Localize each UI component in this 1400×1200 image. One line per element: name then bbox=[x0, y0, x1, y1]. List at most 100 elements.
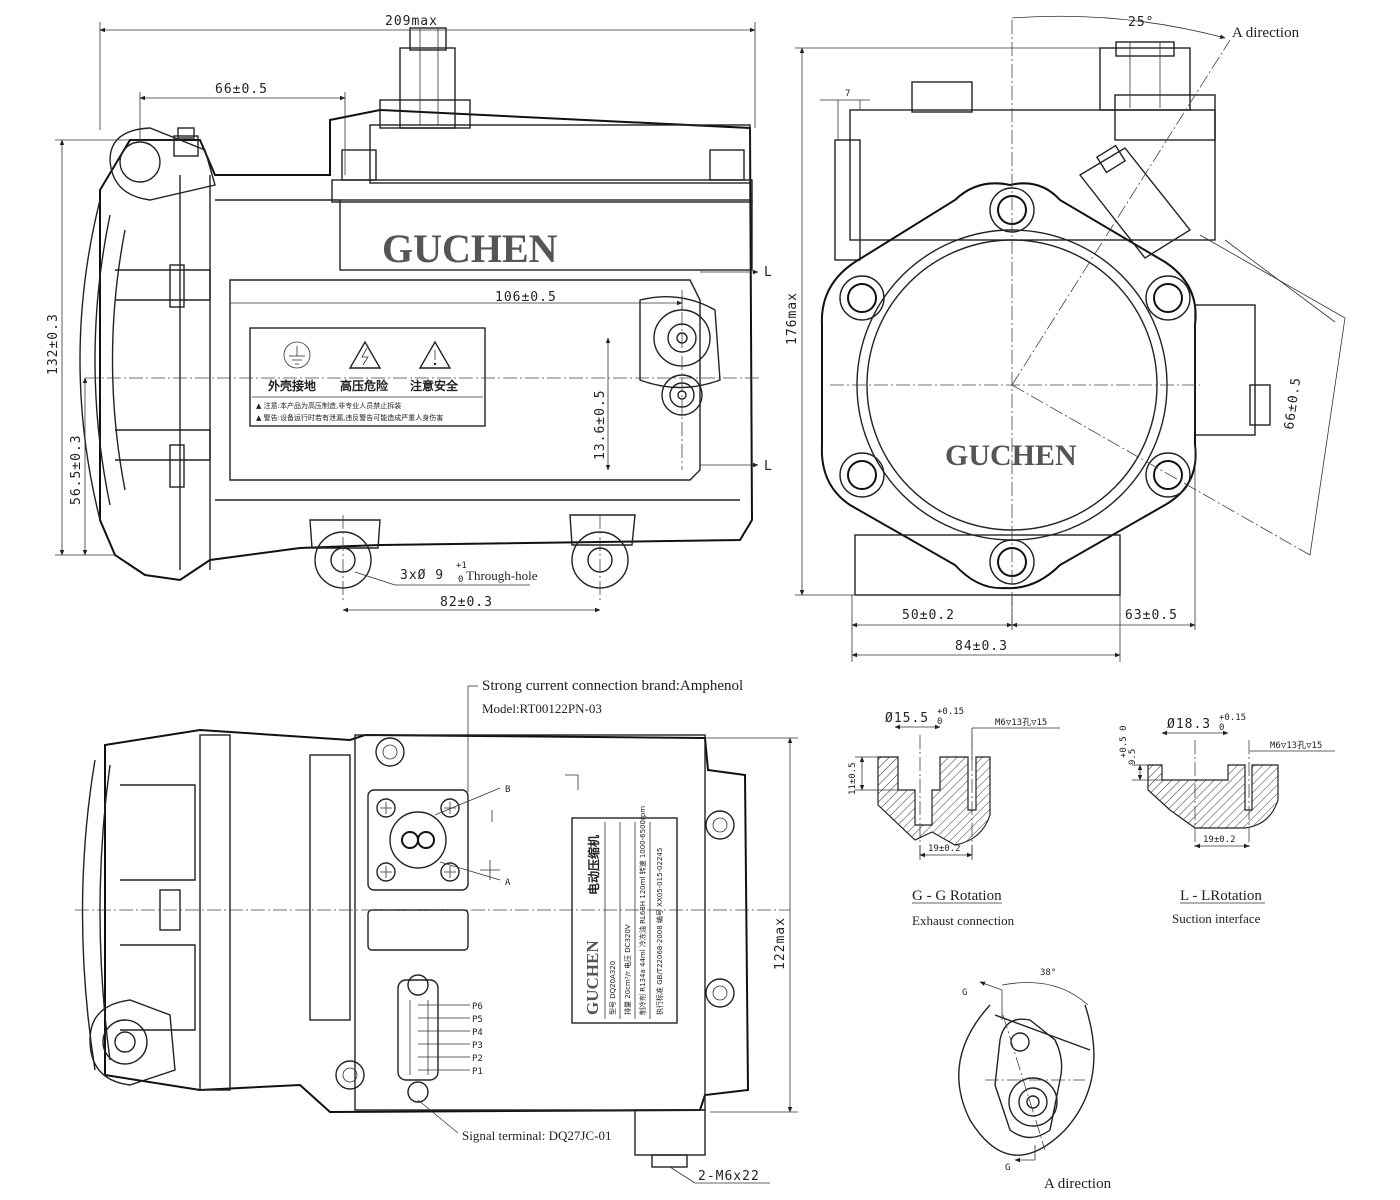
ll-title: L - LRotation bbox=[1180, 888, 1262, 904]
dim-56: 56.5±0.3 bbox=[69, 434, 84, 505]
dim-84: 84±0.3 bbox=[955, 639, 1008, 654]
signal-pin-leaders bbox=[418, 1004, 470, 1071]
label-high-voltage: 高压危险 bbox=[340, 378, 389, 393]
ll-spacing: 19±0.2 bbox=[1203, 835, 1236, 845]
front-housing-outline bbox=[99, 108, 754, 582]
flange-outline bbox=[820, 182, 1197, 590]
side-connector bbox=[1099, 47, 1191, 111]
nameplate-title: 电动压缩机 bbox=[586, 835, 601, 895]
label-note-line2: ▲ 警告:设备运行时若有泄漏,违反警告可能造成严重人身伤害 bbox=[256, 413, 443, 422]
label-bolts: 2-M6x22 bbox=[698, 1169, 760, 1184]
ll-thread: M6▽13孔▽15 bbox=[1270, 740, 1322, 751]
dim-hole-tol-bottom: 0 bbox=[458, 575, 463, 585]
nameplate-row1: 型号 DQ20A320 bbox=[608, 961, 617, 1015]
controller-box bbox=[339, 199, 753, 271]
a-view-g-top: G bbox=[962, 988, 967, 998]
cover-bolt-top-left bbox=[375, 737, 405, 767]
label-note-line1: ▲ 注意:本产品为高压制造,非专业人员禁止拆装 bbox=[256, 401, 401, 410]
a-direction-view: 38° G G A direction bbox=[958, 968, 1112, 1192]
label-ground: 外壳接地 bbox=[268, 378, 316, 393]
ll-depth-tol: +0.5 0 bbox=[1119, 725, 1129, 758]
cover-bolt-bottom-left bbox=[335, 1060, 365, 1090]
brand-side: GUCHEN bbox=[945, 439, 1077, 472]
ll-bore: Ø18.3 bbox=[1167, 717, 1211, 732]
gg-bore: Ø15.5 bbox=[885, 711, 929, 726]
gg-section-body bbox=[877, 756, 991, 846]
dim-angle-25: 25° bbox=[1128, 15, 1154, 30]
cover-bolt-top-right bbox=[705, 810, 735, 840]
gg-depth: 11±0.5 bbox=[848, 762, 858, 795]
a-view-title: A direction bbox=[1044, 1176, 1112, 1192]
nameplate-row4: 执行标准 GB/T22068-2008 编号 XX05-015-02245 bbox=[655, 848, 664, 1015]
ground-icon bbox=[283, 341, 311, 369]
label-b: B bbox=[505, 785, 510, 795]
flange-bolt-upper-right bbox=[1145, 275, 1191, 321]
dim-122-max: 122max bbox=[773, 917, 788, 970]
cover-bolt-bottom-right bbox=[705, 978, 735, 1008]
nameplate-row2: 排量 20cm³/r 电压 DC320V bbox=[623, 924, 632, 1015]
dim-82: 82±0.3 bbox=[440, 595, 493, 610]
dim-7: 7 bbox=[845, 89, 850, 99]
label-strong-current: Strong current connection brand:Amphenol bbox=[482, 678, 743, 694]
dim-50: 50±0.2 bbox=[902, 608, 955, 623]
flange-bolt-upper-left bbox=[839, 275, 885, 321]
a-view-g-bottom: G bbox=[1005, 1163, 1010, 1173]
label-through-hole: Through-hole bbox=[466, 568, 538, 583]
top-connector bbox=[399, 47, 456, 129]
ll-subtitle: Suction interface bbox=[1172, 911, 1261, 926]
front-view: 外壳接地 高压危险 注意安全 ▲ 注意:本产品为高压制造,非专业人员禁止拆装 ▲… bbox=[46, 14, 773, 613]
label-safety: 注意安全 bbox=[410, 378, 459, 393]
gg-bore-tol-top: +0.15 bbox=[937, 707, 964, 717]
label-model: Model:RT00122PN-03 bbox=[482, 701, 602, 716]
ll-bore-tol-bottom: 0 bbox=[1219, 723, 1224, 733]
ll-depth: 9.5 bbox=[1128, 749, 1138, 765]
warning-label bbox=[249, 327, 486, 427]
section-gg: Ø15.5 +0.15 0 M6▽13孔▽15 11±0.5 19±0.2 G … bbox=[848, 707, 1060, 928]
a-view-angle: 38° bbox=[1040, 968, 1056, 978]
dim-66: 66±0.5 bbox=[215, 82, 268, 97]
side-view: GUCHEN 25° A direction 7 176max 66±0.5 5… bbox=[785, 15, 1346, 662]
label-a: A bbox=[505, 878, 511, 888]
high-voltage-icon bbox=[348, 340, 382, 369]
ll-bore-tol-top: +0.15 bbox=[1219, 713, 1246, 723]
dim-63: 63±0.5 bbox=[1125, 608, 1178, 623]
gg-bore-tol-bottom: 0 bbox=[937, 717, 942, 727]
pin-p2: P2 bbox=[472, 1054, 483, 1064]
dim-hole-tol-top: +1 bbox=[456, 561, 467, 571]
gg-thread: M6▽13孔▽15 bbox=[995, 717, 1047, 728]
top-housing-outline bbox=[104, 728, 750, 1114]
hv-connector bbox=[367, 789, 469, 891]
pin-p6: P6 bbox=[472, 1002, 483, 1012]
label-signal-terminal: Signal terminal: DQ27JC-01 bbox=[462, 1128, 612, 1143]
nameplate bbox=[571, 817, 678, 1024]
caution-icon bbox=[418, 340, 452, 369]
pin-p4: P4 bbox=[472, 1028, 483, 1038]
section-l-bottom: L bbox=[764, 459, 773, 474]
pin-p3: P3 bbox=[472, 1041, 483, 1051]
section-ll: Ø18.3 +0.15 0 M6▽13孔▽15 9.5 +0.5 0 19±0.… bbox=[1119, 713, 1335, 926]
a-view-lug bbox=[994, 1018, 1063, 1139]
dim-width-max: 209max bbox=[385, 14, 438, 29]
dim-176-max: 176max bbox=[785, 292, 800, 345]
dim-13-6: 13.6±0.5 bbox=[593, 389, 608, 460]
ll-section-body bbox=[1147, 764, 1279, 829]
nameplate-brand: GUCHEN bbox=[583, 940, 602, 1015]
top-view: Strong current connection brand:Amphenol… bbox=[75, 678, 798, 1184]
flange-bolt-lower-right bbox=[1145, 452, 1191, 498]
pin-p5: P5 bbox=[472, 1015, 483, 1025]
angled-fitting bbox=[1078, 147, 1192, 259]
flange-bolt-lower-left bbox=[839, 452, 885, 498]
dim-66-side: 66±0.5 bbox=[1282, 376, 1304, 431]
pin-p1: P1 bbox=[472, 1067, 483, 1077]
section-l-top: L bbox=[764, 265, 773, 280]
label-a-direction-side: A direction bbox=[1232, 25, 1300, 41]
gg-title: G - G Rotation bbox=[912, 888, 1002, 904]
brand-front: GUCHEN bbox=[382, 226, 558, 271]
dim-132: 132±0.3 bbox=[46, 313, 61, 375]
signal-connector bbox=[397, 979, 439, 1081]
gg-spacing: 19±0.2 bbox=[928, 844, 961, 854]
gg-subtitle: Exhaust connection bbox=[912, 913, 1015, 928]
dim-106: 106±0.5 bbox=[495, 290, 557, 305]
dim-hole: 3xØ 9 bbox=[400, 568, 444, 583]
